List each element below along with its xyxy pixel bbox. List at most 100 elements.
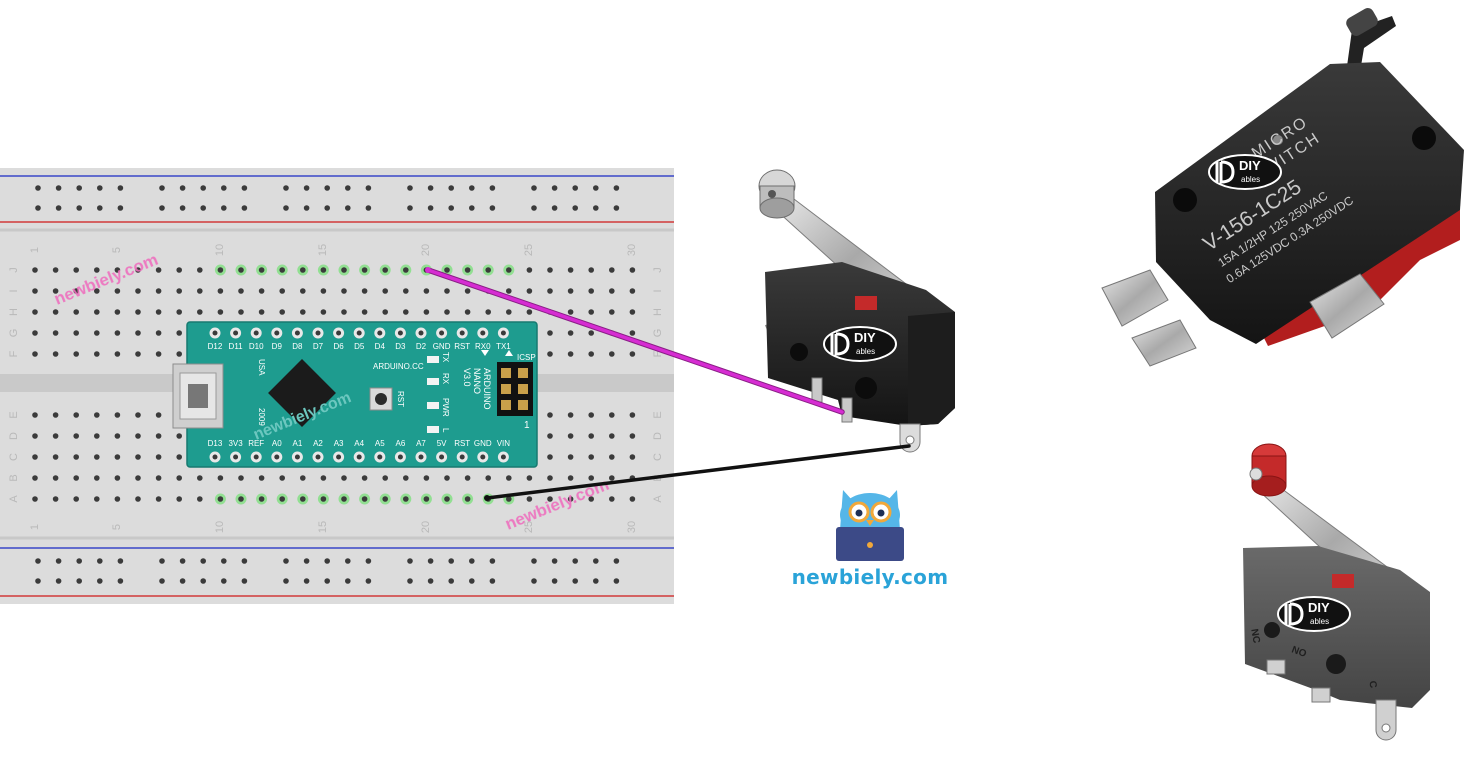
breadboard-hole xyxy=(609,496,615,502)
col-number: 30 xyxy=(626,244,638,256)
breadboard-hole xyxy=(176,454,182,460)
breadboard-hole xyxy=(588,412,594,418)
breadboard-hole xyxy=(341,267,347,273)
mcu-chip xyxy=(268,359,336,427)
breadboard-hole xyxy=(135,412,141,418)
breadboard-hole xyxy=(135,288,141,294)
breadboard-hole xyxy=(155,309,162,315)
breadboard-hole xyxy=(629,267,636,273)
breadboard-hole xyxy=(279,475,286,481)
breadboard-hole xyxy=(567,433,574,439)
breadboard-hole xyxy=(73,330,79,336)
breadboard-hole xyxy=(135,267,141,273)
breadboard-hole xyxy=(361,267,368,273)
badge-bottom-text: ables xyxy=(1241,175,1260,184)
col-number: 20 xyxy=(420,521,432,533)
pin-label: 3V3 xyxy=(228,439,243,448)
breadboard-hole xyxy=(526,496,533,502)
breadboard-hole xyxy=(52,412,59,418)
breadboard-hole xyxy=(238,475,244,481)
breadboard-hole xyxy=(279,309,286,315)
breadboard-hole xyxy=(572,578,578,584)
terminal xyxy=(1375,699,1397,741)
led-label: PWR xyxy=(441,398,450,417)
breadboard-hole xyxy=(609,288,615,294)
roller-icon xyxy=(1249,443,1287,497)
breadboard-hole xyxy=(94,267,100,273)
breadboard-hole xyxy=(489,205,496,211)
breadboard-hole xyxy=(52,454,59,460)
breadboard-hole xyxy=(73,309,79,315)
pin-label: VIN xyxy=(497,439,511,448)
breadboard-hole xyxy=(117,185,124,191)
breadboard-hole xyxy=(155,475,162,481)
breadboard-hole xyxy=(361,475,368,481)
breadboard-hole xyxy=(279,267,286,273)
breadboard-hole xyxy=(52,288,59,294)
breadboard-hole xyxy=(73,433,79,439)
breadboard-hole xyxy=(238,267,244,273)
roller-icon xyxy=(1346,8,1378,36)
row-letter: E xyxy=(652,411,664,418)
breadboard-hole xyxy=(567,454,574,460)
col-number: 1 xyxy=(29,524,41,530)
breadboard-hole xyxy=(258,475,265,481)
breadboard-hole xyxy=(464,288,471,294)
breadboard-hole xyxy=(176,351,182,357)
led xyxy=(427,356,439,363)
breadboard-hole xyxy=(464,267,471,273)
pin-label: D8 xyxy=(292,342,303,351)
breadboard-hole xyxy=(176,475,182,481)
breadboard-hole xyxy=(572,558,578,564)
breadboard-hole xyxy=(258,309,265,315)
breadboard-hole xyxy=(593,558,599,564)
row-letter: D xyxy=(652,432,664,440)
breadboard-hole xyxy=(97,558,103,564)
screw-icon xyxy=(1273,135,1283,145)
breadboard-hole xyxy=(73,351,79,357)
breadboard-hole xyxy=(629,351,636,357)
breadboard-hole xyxy=(382,475,389,481)
row-letter: F xyxy=(8,350,20,357)
breadboard-hole xyxy=(320,475,327,481)
breadboard-hole xyxy=(341,309,347,315)
breadboard-hole xyxy=(341,475,347,481)
breadboard-hole xyxy=(159,578,165,584)
breadboard-hole xyxy=(320,496,327,502)
breadboard-hole xyxy=(427,578,434,584)
breadboard-hole xyxy=(588,475,594,481)
breadboard-hole xyxy=(547,351,553,357)
badge-bottom-text: ables xyxy=(856,347,875,356)
terminal xyxy=(1266,659,1286,675)
pin-label: D13 xyxy=(208,439,223,448)
breadboard-hole xyxy=(531,578,537,584)
breadboard-hole xyxy=(94,454,100,460)
breadboard-hole xyxy=(531,185,537,191)
no-label: NO xyxy=(1290,644,1308,660)
diyables-badge: DIY ables xyxy=(1207,153,1283,191)
pin-label: D12 xyxy=(208,342,223,351)
reset-button xyxy=(369,387,393,411)
pin-label: D7 xyxy=(313,342,324,351)
breadboard-hole xyxy=(221,578,227,584)
breadboard-hole xyxy=(361,288,368,294)
breadboard-hole xyxy=(609,475,615,481)
usb-connector xyxy=(172,363,224,429)
breadboard-hole xyxy=(217,267,224,273)
breadboard-hole xyxy=(76,578,82,584)
breadboard-hole xyxy=(283,558,289,564)
breadboard-hole xyxy=(547,433,553,439)
breadboard-hole xyxy=(609,433,615,439)
breadboard-hole xyxy=(73,496,79,502)
breadboard-hole xyxy=(407,185,413,191)
breadboard-hole xyxy=(52,496,59,502)
breadboard-hole xyxy=(588,309,594,315)
breadboard-hole xyxy=(217,309,224,315)
breadboard-hole xyxy=(407,205,413,211)
breadboard-hole xyxy=(258,267,265,273)
breadboard-hole xyxy=(526,309,533,315)
pin-label: RST xyxy=(454,342,470,351)
breadboard-hole xyxy=(324,185,331,191)
pin-label: 5V xyxy=(437,439,447,448)
